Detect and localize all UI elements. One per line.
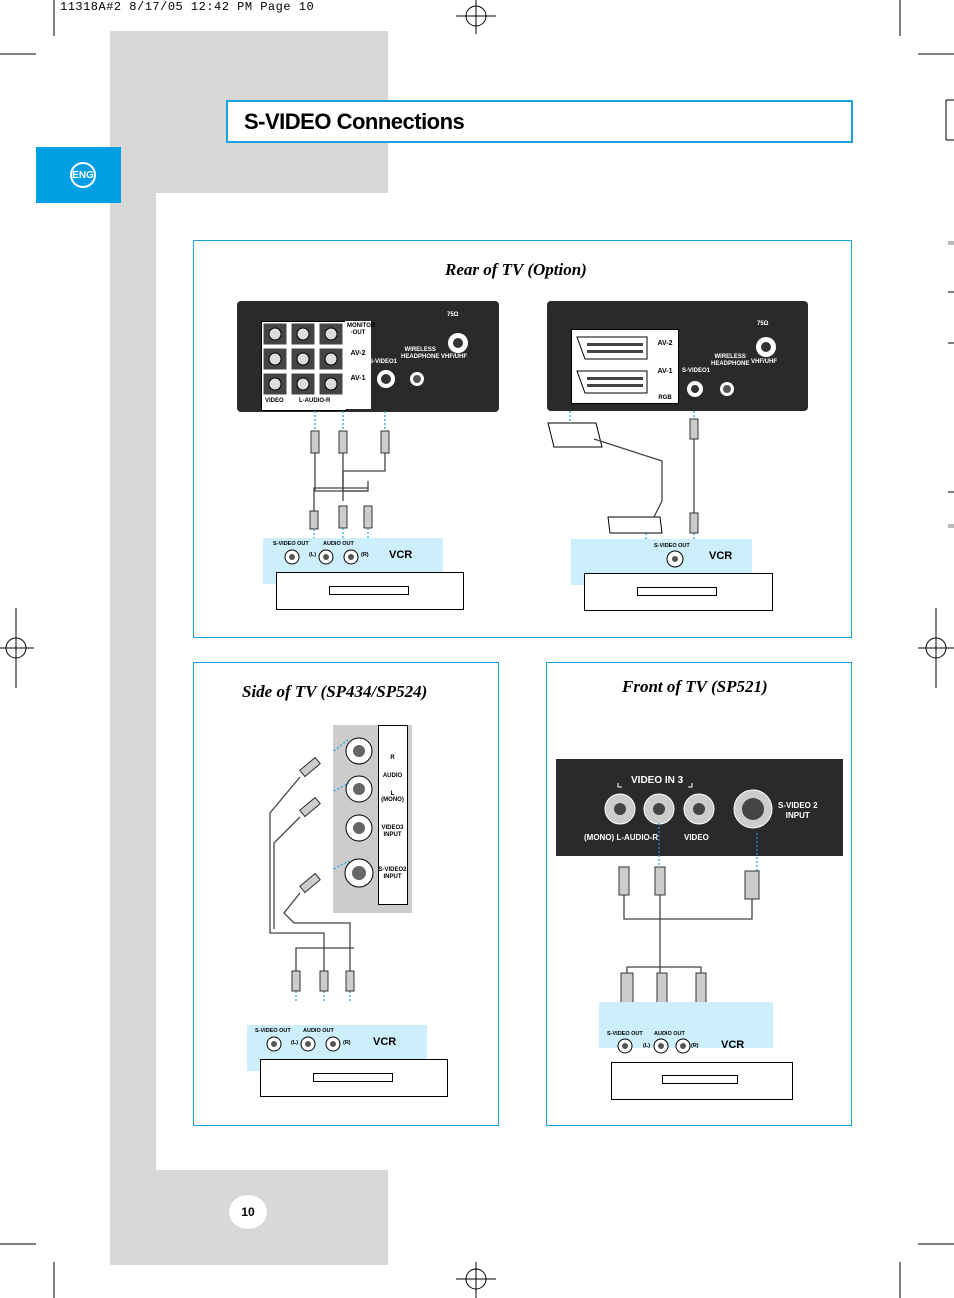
vcr1-audio-out: AUDIO OUT — [323, 541, 354, 547]
av-jacks-1 — [262, 321, 468, 409]
vcr-front-panel: S-VIDEO OUT AUDIO OUT (L) (R) VCR — [599, 1002, 773, 1054]
side-vcr-jacks — [266, 1036, 341, 1052]
vcr-rear-1-panel: S-VIDEO OUT AUDIO OUT (L) (R) VCR — [263, 538, 443, 584]
tv2-wireless: WIRELESS HEADPHONE — [711, 354, 750, 367]
wireless-label: WIRELESS HEADPHONE — [401, 347, 440, 360]
vcr1-jacks — [284, 549, 359, 565]
vcr1-label: VCR — [389, 549, 413, 561]
side-jacks — [344, 737, 374, 888]
language-tab: ENG — [36, 147, 121, 203]
side-tv-panel: R AUDIO L (MONO) VIDEO3 INPUT S-VIDEO2 I… — [333, 725, 412, 913]
front-vcr-slot — [662, 1075, 738, 1084]
scart-jacks — [576, 336, 776, 397]
front-vcr-svideo-out: S-VIDEO OUT — [607, 1031, 643, 1037]
side-vcr-l: (L) — [291, 1040, 299, 1046]
vcr-rear-2-body — [584, 573, 773, 611]
side-cables — [269, 738, 355, 1003]
side-mono: (MONO) — [381, 797, 404, 803]
vcr-side-body — [260, 1059, 448, 1097]
page-title: S-VIDEO Connections — [244, 109, 465, 134]
front-tv-panel: VIDEO IN 3 S-VIDEO 2 INPUT (MONO) L-AUDI… — [556, 759, 843, 856]
front-audio: (MONO) L-AUDIO-R — [584, 833, 659, 842]
front-vcr-l: (L) — [643, 1043, 651, 1049]
side-title: Side of TV (SP434/SP524) — [242, 682, 428, 701]
front-svideo2: S-VIDEO 2 INPUT — [778, 801, 818, 820]
tv2-av1: AV-1 — [657, 368, 673, 375]
grey-band-left — [110, 193, 156, 1265]
front-jacks — [604, 783, 773, 829]
side-r: R — [390, 755, 395, 761]
rear-panel: Rear of TV (Option) MONITOR -OUT AV-2 AV… — [193, 240, 852, 638]
vcr1-svideo-out: S-VIDEO OUT — [273, 541, 309, 547]
front-cables — [618, 823, 760, 1009]
front-vcr-audio-out: AUDIO OUT — [654, 1031, 685, 1037]
side-vcr-slot — [313, 1073, 393, 1082]
vcr2-label: VCR — [709, 550, 733, 562]
tv2-svideo1: S-VIDEO1 — [682, 368, 711, 374]
front-panel: Front of TV (SP521) VIDEO IN 3 S-VIDEO 2… — [546, 662, 852, 1126]
title-box: S-VIDEO Connections — [226, 100, 853, 143]
side-svideo2: S-VIDEO2 INPUT — [378, 867, 407, 880]
side-audio: AUDIO — [382, 773, 403, 779]
front-video-in: VIDEO IN 3 — [631, 775, 684, 786]
tv2-rgb: RGB — [658, 395, 672, 401]
side-panel: Side of TV (SP434/SP524) R AUDIO L (MONO… — [193, 662, 499, 1126]
monitor-out-label: MONITOR -OUT — [347, 323, 376, 336]
tv2-av2: AV-2 — [657, 340, 673, 347]
vcr2-svideo-out: S-VIDEO OUT — [654, 543, 690, 549]
tv-rear-1: MONITOR -OUT AV-2 AV-1 S-VIDEO1 WIRELESS… — [237, 301, 499, 412]
side-vcr-r: (R) — [343, 1040, 351, 1046]
front-vcr-label: VCR — [721, 1039, 745, 1051]
svideo1-label: S-VIDEO1 — [369, 359, 398, 365]
ohm-label: 75Ω — [447, 312, 459, 318]
print-header: 11318A#2 8/17/05 12:42 PM Page 10 — [60, 0, 315, 14]
audio-label: L-AUDIO-R — [299, 398, 331, 404]
vcr-front-body — [611, 1062, 793, 1100]
front-title: Front of TV (SP521) — [622, 677, 768, 696]
side-vcr-audio-out: AUDIO OUT — [303, 1028, 334, 1034]
side-vcr-svideo-out: S-VIDEO OUT — [255, 1028, 291, 1034]
vcr1-slot — [329, 586, 409, 595]
side-vcr-label: VCR — [373, 1036, 397, 1048]
tv2-ohm: 75Ω — [757, 321, 769, 327]
rear-title: Rear of TV (Option) — [445, 260, 587, 279]
rear-cables-2 — [547, 411, 699, 543]
eng-badge: ENG — [70, 162, 96, 188]
vcr1-l: (L) — [309, 552, 317, 558]
page-number: 10 — [229, 1195, 267, 1229]
tv-rear-2: AV-2 AV-1 RGB S-VIDEO1 WIRELESS HEADPHON… — [547, 301, 808, 411]
vcr2-jack — [666, 550, 684, 568]
front-vcr-r: (R) — [691, 1043, 699, 1049]
vcr1-r: (R) — [361, 552, 369, 558]
vcr2-slot — [637, 587, 717, 596]
video-label: VIDEO — [265, 398, 284, 404]
side-video3: VIDEO3 INPUT — [381, 825, 404, 838]
front-vcr-jacks — [617, 1038, 691, 1054]
vcr-rear-1-body — [276, 572, 464, 610]
front-video: VIDEO — [684, 833, 709, 842]
vhf-label: VHF/UHF — [441, 354, 467, 360]
av2-label: AV-2 — [350, 350, 366, 357]
tv2-vhf: VHF/UHF — [751, 359, 777, 365]
side-label-strip — [378, 725, 408, 905]
side-l: L — [390, 791, 395, 797]
av1-label: AV-1 — [350, 375, 366, 382]
